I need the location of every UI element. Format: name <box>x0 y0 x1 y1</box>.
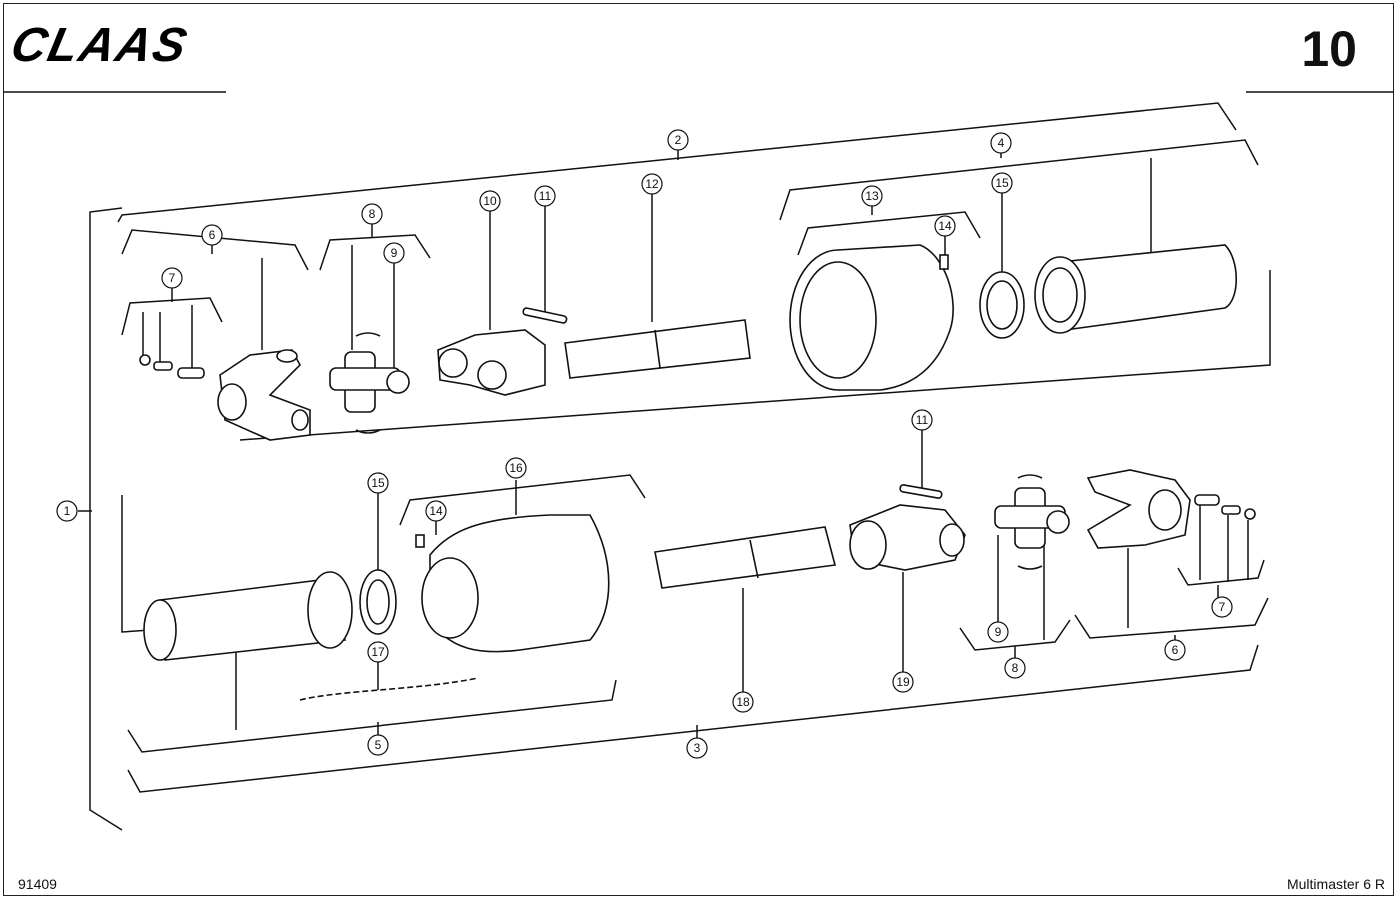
callout-12: 12 <box>641 173 663 195</box>
callout-15-lower: 15 <box>367 472 389 494</box>
bearing-ring-lower-part <box>359 569 397 635</box>
svg-text:10: 10 <box>483 194 497 208</box>
drawing-frame <box>3 3 1394 896</box>
callout-7-upper: 7 <box>161 267 183 289</box>
callout-6-upper: 6 <box>201 224 223 246</box>
guard-cone-upper-part <box>789 244 954 391</box>
svg-text:6: 6 <box>1172 643 1179 657</box>
callout-15-upper: 15 <box>991 172 1013 194</box>
callout-11-lower: 11 <box>911 409 933 431</box>
svg-text:6: 6 <box>209 228 216 242</box>
svg-text:9: 9 <box>995 625 1002 639</box>
safety-chain-part <box>299 677 479 701</box>
svg-text:13: 13 <box>865 189 879 203</box>
pin-lower-part <box>1194 494 1220 506</box>
callout-6-lower: 6 <box>1164 639 1186 661</box>
inner-yoke-upper-part <box>437 329 546 396</box>
outer-profile-tube-part <box>654 526 837 589</box>
bracket-upper-right <box>239 270 1271 441</box>
screw-lower-part <box>415 534 425 548</box>
svg-text:11: 11 <box>539 189 552 203</box>
callout-8-lower: 8 <box>1004 657 1026 679</box>
model-name: Multimaster 6 R <box>1286 876 1385 892</box>
inner-yoke-lower-part <box>849 504 966 571</box>
svg-text:7: 7 <box>1219 600 1226 614</box>
callout-10: 10 <box>479 190 501 212</box>
yoke-lower-part <box>1086 469 1191 549</box>
spring-pin-upper-part <box>522 307 568 324</box>
screw-upper-part <box>939 254 949 270</box>
callout-14-upper: 14 <box>934 215 956 237</box>
bracket-assembly-5 <box>127 679 617 753</box>
svg-text:18: 18 <box>736 695 750 709</box>
callout-11-upper: 11 <box>534 185 556 207</box>
washer-upper-part <box>139 354 151 366</box>
svg-text:2: 2 <box>675 133 682 147</box>
drawing-number: 91409 <box>18 876 57 892</box>
callout-4: 4 <box>990 132 1012 154</box>
svg-text:15: 15 <box>371 476 385 490</box>
callout-2: 2 <box>667 129 689 151</box>
bearing-ring-upper-part <box>979 271 1025 339</box>
bracket-yoke-6-bottom <box>1074 597 1269 639</box>
svg-text:14: 14 <box>938 219 952 233</box>
bracket-assembly-2 <box>117 102 1237 223</box>
svg-text:3: 3 <box>694 741 701 755</box>
svg-text:4: 4 <box>998 136 1005 150</box>
outer-guard-tube-upper-part <box>1034 244 1237 334</box>
svg-text:5: 5 <box>375 738 382 752</box>
guard-cone-lower-part <box>421 514 610 653</box>
svg-text:19: 19 <box>896 675 910 689</box>
callout-1: 1 <box>56 500 78 522</box>
callout-9-upper: 9 <box>383 242 405 264</box>
svg-text:17: 17 <box>371 645 385 659</box>
bracket-lower-left <box>121 495 151 633</box>
cross-kit-upper-part <box>329 332 410 434</box>
svg-text:8: 8 <box>369 207 376 221</box>
callout-3: 3 <box>686 737 708 759</box>
bracket-guard-13 <box>797 211 981 256</box>
svg-text:14: 14 <box>429 504 443 518</box>
pin-upper-part <box>177 367 205 379</box>
cross-kit-lower-part <box>994 474 1070 570</box>
callout-16: 16 <box>505 457 527 479</box>
bracket-assembly-4 <box>779 139 1259 221</box>
callout-9-lower: 9 <box>987 621 1009 643</box>
callout-7-lower: 7 <box>1211 596 1233 618</box>
svg-text:9: 9 <box>391 246 398 260</box>
spring-upper-part <box>153 361 173 371</box>
spring-lower-part <box>1221 505 1241 515</box>
callout-18: 18 <box>732 691 754 713</box>
svg-text:11: 11 <box>916 413 929 427</box>
washer-lower-part <box>1244 508 1256 520</box>
callout-19: 19 <box>892 671 914 693</box>
callout-8-upper: 8 <box>361 203 383 225</box>
bracket-guard-16 <box>399 474 646 526</box>
svg-text:1: 1 <box>64 504 71 518</box>
bracket-assembly-3 <box>127 644 1259 793</box>
outer-guard-tube-lower-part <box>143 571 353 661</box>
inner-profile-tube-part <box>564 319 751 379</box>
bracket-cross-8-top <box>319 234 431 271</box>
bracket-assembly-1 <box>89 207 123 831</box>
bracket-kit-7-top <box>121 297 223 336</box>
svg-text:8: 8 <box>1012 661 1019 675</box>
sheet-number: 10 <box>1301 21 1357 77</box>
bracket-kit-7-bottom <box>1177 559 1265 586</box>
svg-text:16: 16 <box>509 461 523 475</box>
svg-text:12: 12 <box>645 177 659 191</box>
callout-17: 17 <box>367 641 389 663</box>
svg-text:15: 15 <box>995 176 1009 190</box>
spring-pin-lower-part <box>899 484 943 499</box>
callout-5: 5 <box>367 734 389 756</box>
callout-14-lower: 14 <box>425 500 447 522</box>
svg-text:7: 7 <box>169 271 176 285</box>
yoke-upper-part <box>217 349 311 441</box>
callout-13: 13 <box>861 185 883 207</box>
bracket-cross-8-bottom <box>959 619 1071 651</box>
